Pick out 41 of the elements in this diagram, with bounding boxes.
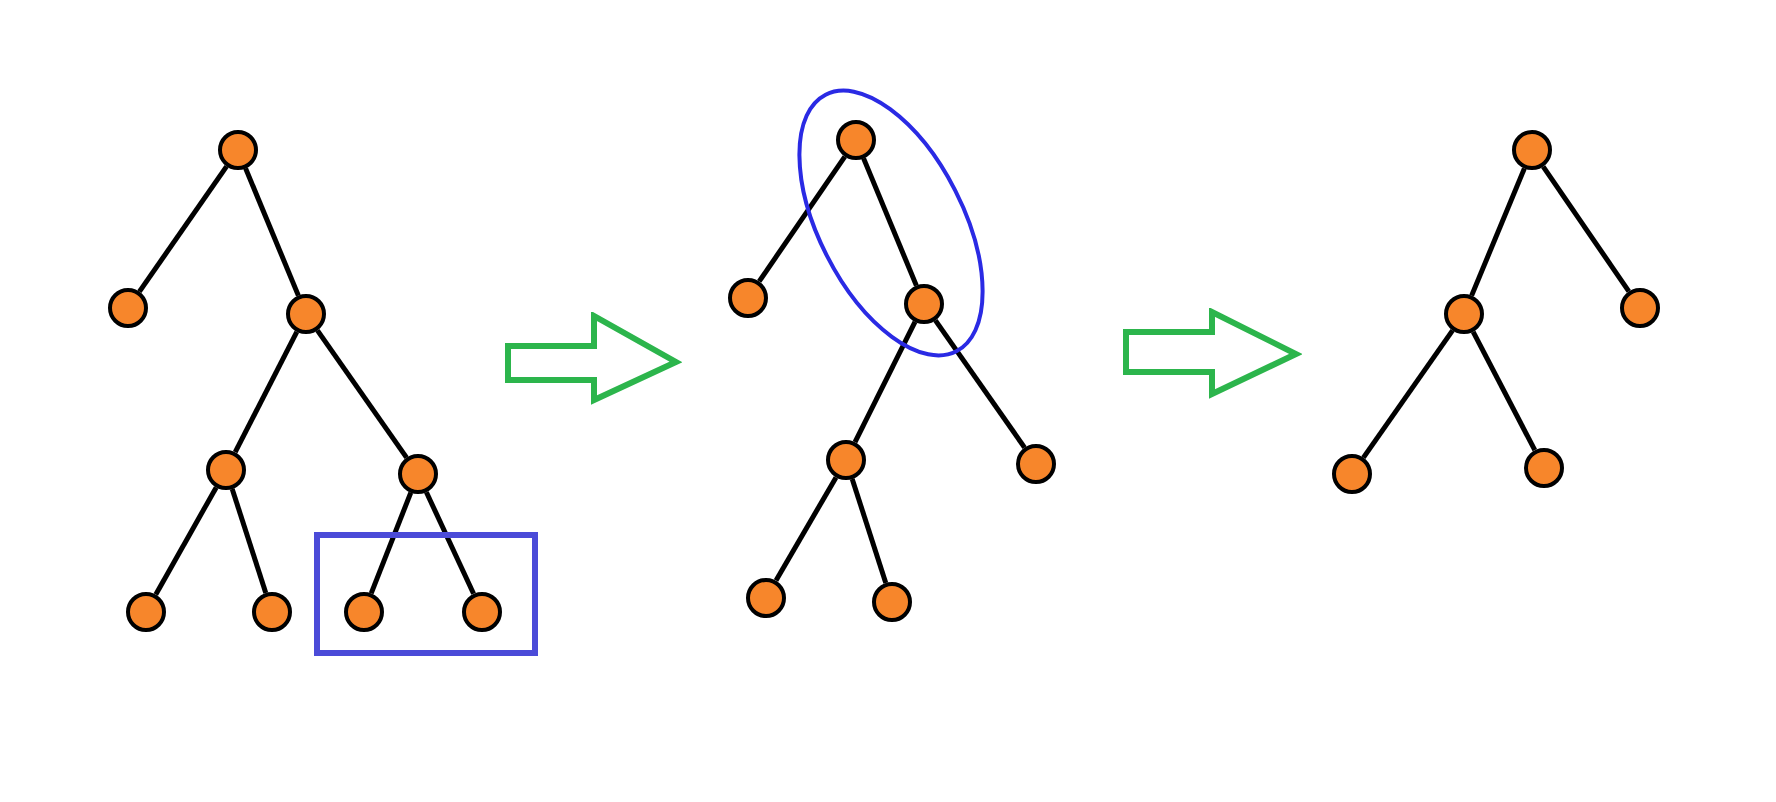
- tree-node: [286, 294, 326, 334]
- connector-line: [229, 488, 269, 594]
- tree-node: [108, 288, 148, 328]
- connector-line: [757, 155, 847, 283]
- tree-node: [826, 440, 866, 480]
- tree-node: [746, 578, 786, 618]
- tree-node: [126, 592, 166, 632]
- connector-line: [232, 330, 300, 454]
- connector-line: [1471, 330, 1537, 452]
- tree-node: [836, 120, 876, 160]
- tree-node: [1620, 288, 1660, 328]
- connector-line: [368, 491, 414, 595]
- connector-line: [137, 164, 229, 294]
- tree-node: [1332, 454, 1372, 494]
- connector-line: [852, 320, 918, 444]
- tree-node: [1512, 130, 1552, 170]
- connector-line: [243, 167, 301, 297]
- tree-node: [1444, 294, 1484, 334]
- tree-node: [218, 130, 258, 170]
- highlight-ellipse: [796, 88, 986, 358]
- connector-line: [861, 157, 919, 287]
- highlight-frame: [314, 532, 538, 656]
- tree-node: [728, 278, 768, 318]
- connector-line: [773, 476, 839, 582]
- tree-node: [206, 450, 246, 490]
- connector-line: [1361, 328, 1455, 460]
- connector-line: [315, 328, 409, 460]
- connector-line: [1469, 167, 1527, 297]
- tree-node: [872, 582, 912, 622]
- connector-line: [849, 478, 889, 584]
- connector-line: [424, 491, 476, 595]
- tree-node: [904, 284, 944, 324]
- connector-line: [1541, 165, 1631, 293]
- tree-node: [1016, 444, 1056, 484]
- connector-line: [933, 318, 1027, 450]
- tree-node: [1524, 448, 1564, 488]
- tree-node: [462, 592, 502, 632]
- tree-node: [252, 592, 292, 632]
- connector-line: [153, 486, 219, 596]
- tree-node: [344, 592, 384, 632]
- tree-node: [398, 454, 438, 494]
